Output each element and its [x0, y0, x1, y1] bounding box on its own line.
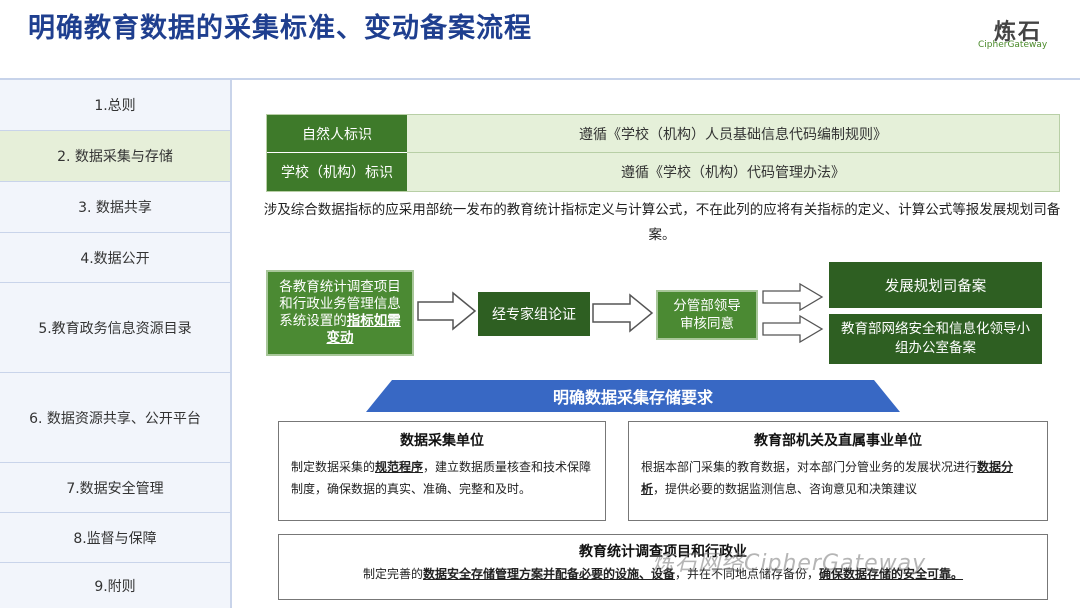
sidebar-item-disclosure[interactable]: 4.数据公开 [0, 233, 230, 283]
sidebar-item-label: 5.教育政务信息资源目录 [38, 320, 192, 337]
sidebar-item-label: 8.监督与保障 [73, 530, 157, 547]
sidebar-item-label: 2. 数据采集与存储 [57, 149, 173, 165]
card-text: 根据本部门采集的教育数据，对本部门分管业务的发展状况进行数据分析，提供必要的数据… [641, 460, 1014, 496]
flow-step-leader-approval: 分管部领导审核同意 [656, 290, 758, 340]
card-title: 教育部机关及直属事业单位 [754, 433, 922, 449]
card-collection-unit: 数据采集单位 制定数据采集的规范程序，建立数据质量核查和技术保障制度，确保数据的… [278, 421, 606, 521]
sidebar-item-label: 3. 数据共享 [78, 200, 152, 216]
sidebar-item-sharing[interactable]: 3. 数据共享 [0, 182, 230, 233]
table-value-person-id: 遵循《学校（机构）人员基础信息代码编制规则》 [407, 115, 1059, 153]
table-value-school-id: 遵循《学校（机构）代码管理办法》 [407, 153, 1059, 191]
header-divider [0, 78, 1080, 80]
logo: 炼石 [994, 20, 1043, 45]
sidebar-item-label: 6. 数据资源共享、公开平台 [29, 410, 201, 427]
sidebar-item-security[interactable]: 7.数据安全管理 [0, 463, 230, 513]
arrow-right-icon [417, 291, 477, 331]
table-label-school-id: 学校（机构）标识 [267, 153, 407, 191]
sidebar-item-resource-catalog[interactable]: 5.教育政务信息资源目录 [0, 283, 230, 373]
flow-output-planning-dept: 发展规划司备案 [829, 262, 1042, 308]
card-statistics-projects: 教育统计调查项目和行政业 制定完善的数据安全存储管理方案并配备必要的设施、设备，… [278, 534, 1048, 600]
card-text: 制定数据采集的规范程序，建立数据质量核查和技术保障制度，确保数据的真实、准确、完… [291, 460, 592, 496]
flow-step-expert-review: 经专家组论证 [478, 292, 590, 336]
sidebar: 1.总则 2. 数据采集与存储 3. 数据共享 4.数据公开 5.教育政务信息资… [0, 80, 232, 608]
watermark: 炼石网络CipherGateway [652, 551, 927, 576]
standards-table: 自然人标识 遵循《学校（机构）人员基础信息代码编制规则》 学校（机构）标识 遵循… [266, 114, 1060, 192]
sidebar-item-supervision[interactable]: 8.监督与保障 [0, 513, 230, 563]
sidebar-item-label: 7.数据安全管理 [66, 480, 164, 497]
page-title: 明确教育数据的采集标准、变动备案流程 [28, 13, 532, 44]
arrow-right-icon [762, 314, 824, 344]
sidebar-item-label: 1.总则 [94, 98, 136, 114]
flow-step-bold: 指标如需变动 [326, 313, 401, 346]
section-banner: 明确数据采集存储要求 [366, 380, 900, 412]
sidebar-item-label: 9.附则 [94, 578, 136, 595]
card-text: 制定完善的数据安全存储管理方案并配备必要的设施、设备，并在不同地点储存备份，确保… [362, 567, 964, 581]
arrow-right-icon [592, 293, 654, 333]
arrow-right-icon [762, 282, 824, 312]
flow-step-text: 各教育统计调查项目和行政业务管理信息系统设置的 [279, 279, 401, 329]
card-title: 教育统计调查项目和行政业 [579, 544, 747, 560]
sidebar-item-platform[interactable]: 6. 数据资源共享、公开平台 [0, 373, 230, 463]
logo-subtitle: CipherGateway [978, 40, 1048, 50]
sidebar-item-collection-storage[interactable]: 2. 数据采集与存储 [0, 131, 230, 182]
card-ministry-units: 教育部机关及直属事业单位 根据本部门采集的教育数据，对本部门分管业务的发展状况进… [628, 421, 1048, 521]
flow-step-indicator-change: 各教育统计调查项目和行政业务管理信息系统设置的指标如需变动 [266, 270, 414, 356]
sidebar-item-appendix[interactable]: 9.附则 [0, 563, 230, 608]
sidebar-item-general[interactable]: 1.总则 [0, 80, 230, 131]
sidebar-item-label: 4.数据公开 [80, 250, 150, 267]
card-title: 数据采集单位 [400, 433, 484, 449]
flow-output-security-office: 教育部网络安全和信息化领导小组办公室备案 [829, 314, 1042, 364]
indicator-note: 涉及综合数据指标的应采用部统一发布的教育统计指标定义与计算公式，不在此列的应将有… [263, 202, 1061, 243]
table-label-person-id: 自然人标识 [267, 115, 407, 153]
